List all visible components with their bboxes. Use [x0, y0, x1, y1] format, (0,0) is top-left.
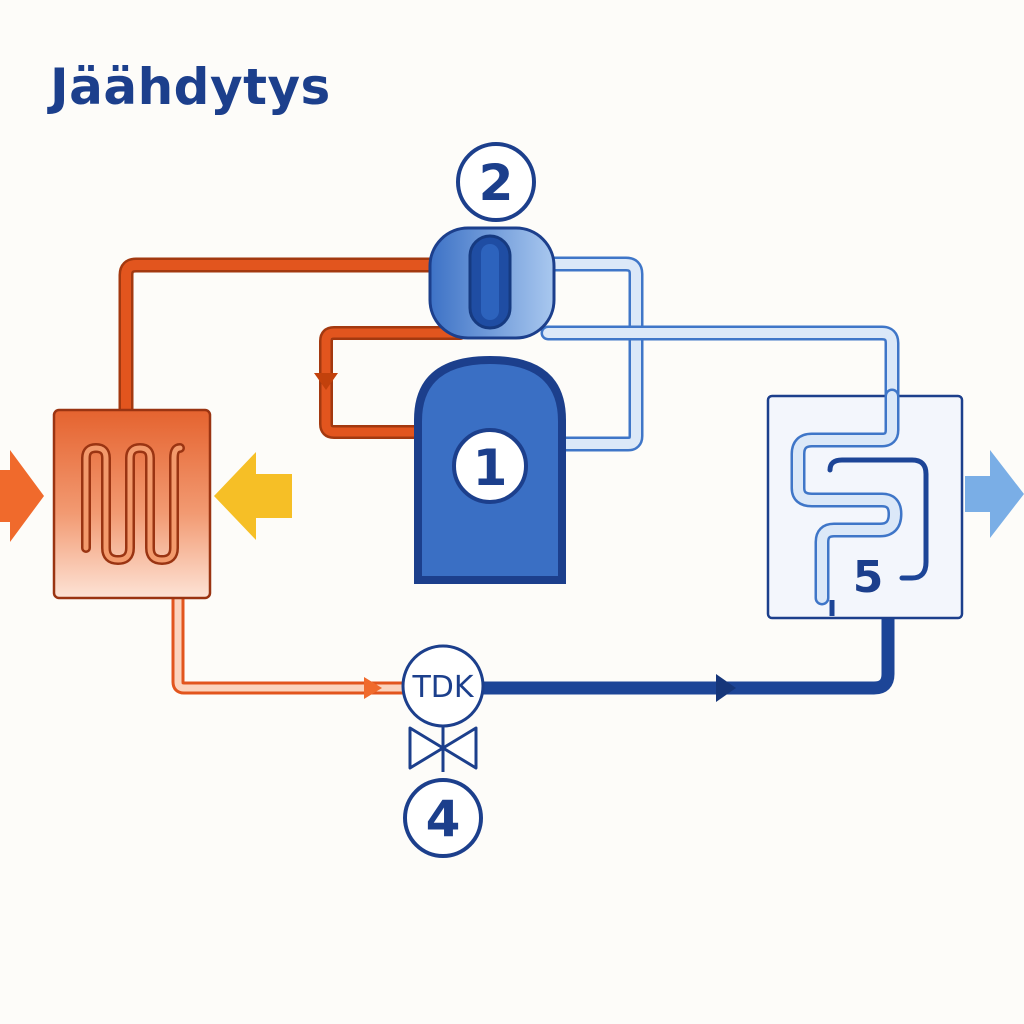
heat-in-arrow [214, 452, 292, 540]
evaporator-coil [827, 457, 929, 581]
flow-arrow-down [314, 373, 338, 390]
condenser [52, 408, 212, 600]
label-4: 4 [426, 790, 461, 848]
label-2: 2 [479, 154, 514, 212]
liquid-line-cold [475, 611, 895, 702]
liquid-line-warm [171, 553, 411, 699]
valve-body-icon [408, 726, 445, 770]
hot-gas-pipe [118, 257, 470, 418]
heat-out-arrow-left [0, 450, 44, 542]
evaporator: 5 [766, 388, 964, 620]
expansion-valve: TDK 4 [401, 644, 485, 858]
compressor: 1 [414, 356, 566, 584]
compressor-discharge-pipe [314, 326, 467, 439]
flow-arrow-right-warm [364, 677, 382, 699]
flow-arrow-right-cold [716, 674, 736, 702]
valve-tag: TDK [411, 670, 474, 705]
label-1: 1 [473, 439, 508, 497]
label-5: 5 [853, 552, 884, 603]
cool-out-arrow [965, 450, 1024, 538]
reversing-valve [428, 226, 556, 340]
page-title: Jäähdytys [50, 58, 331, 116]
label-badge-2: 2 [456, 142, 536, 222]
